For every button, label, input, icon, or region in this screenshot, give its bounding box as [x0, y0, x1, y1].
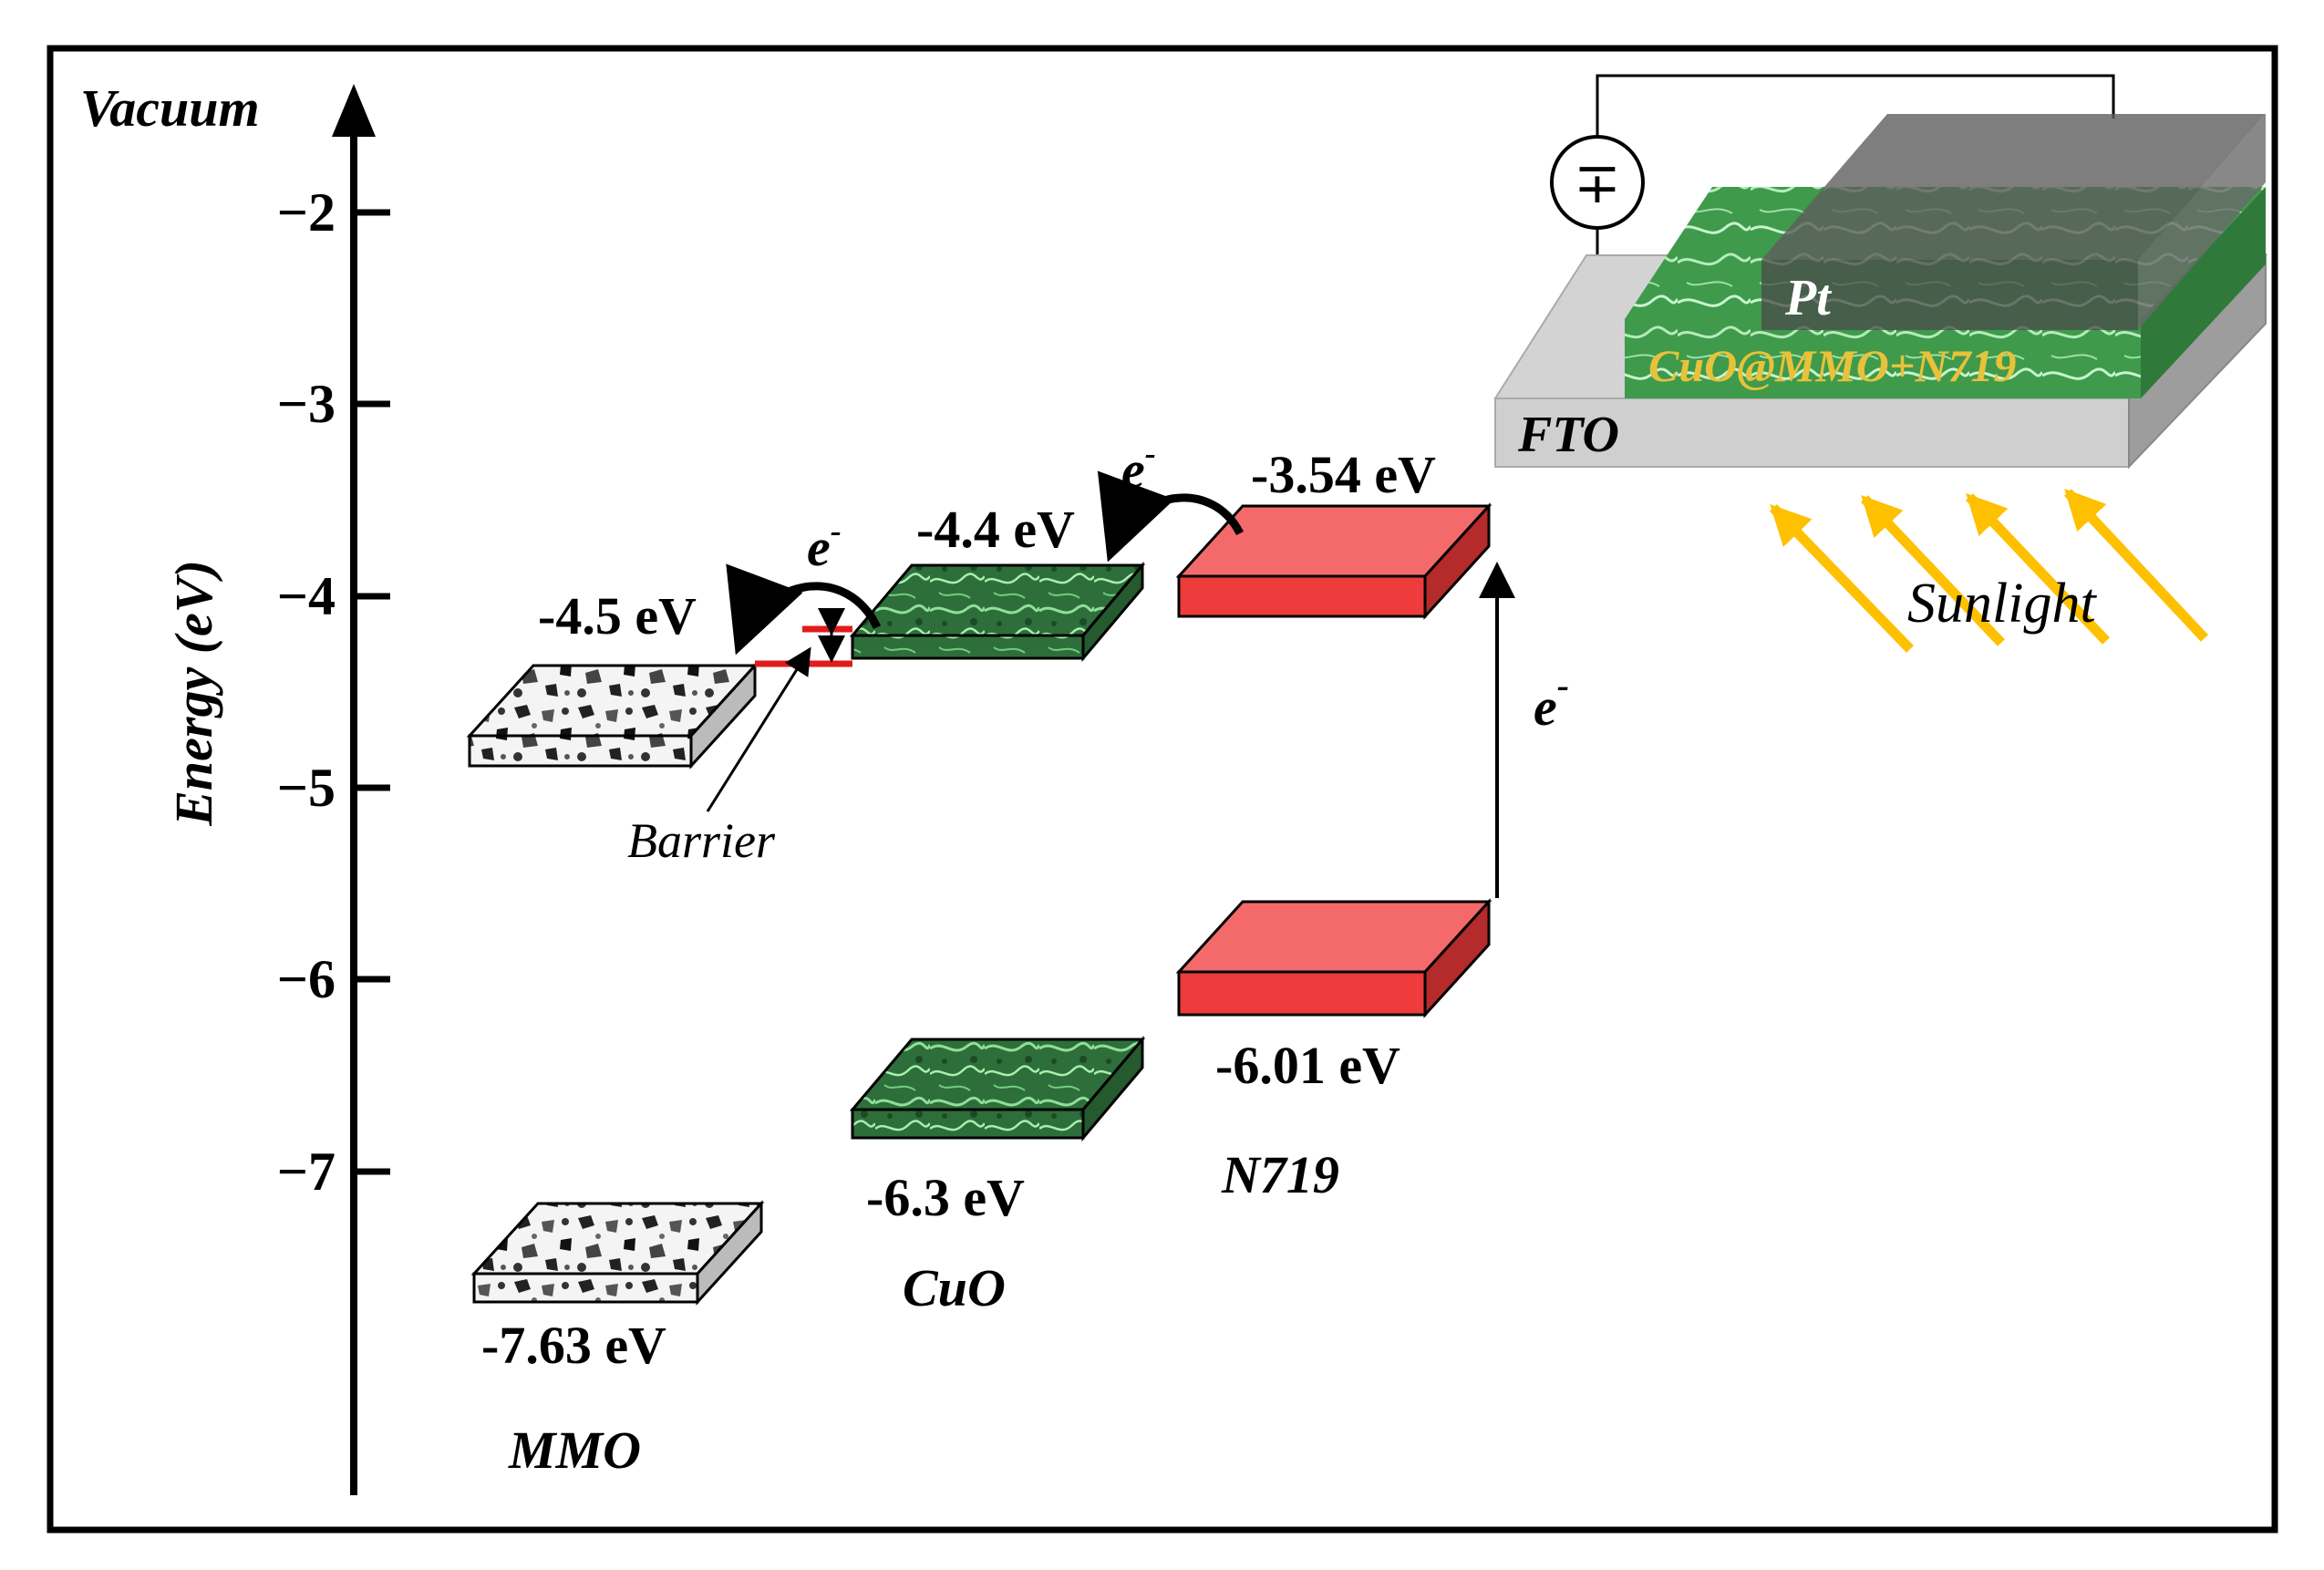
sunlight-arrow [1966, 493, 2110, 645]
pt-top [1761, 114, 2266, 260]
sunlight-arrow [2063, 488, 2209, 642]
electron-arrow-cuo-to-mmo [726, 563, 882, 656]
figure-frame [46, 45, 2278, 1534]
electron-symbol: e- [1534, 665, 1569, 737]
cuo-cb-block [849, 561, 1146, 663]
barrier-label: Barrier [627, 813, 776, 868]
electron-symbol: e- [1121, 435, 1156, 500]
barrier-marker [706, 608, 852, 812]
n719-lumo-label: -3.54 eV [1251, 445, 1436, 504]
power-source-icon [1550, 135, 1645, 230]
sunlight-arrow [1770, 504, 1914, 653]
power-source-symbol: ∓ [1574, 153, 1621, 215]
n719-name: N719 [1221, 1145, 1339, 1204]
n719-homo-block [1175, 898, 1493, 1018]
film-label: CuO@MMO+N719 [1648, 340, 2017, 391]
pt-front [1761, 260, 2138, 330]
tick-label: −6 [277, 949, 336, 1009]
axis-arrowhead [332, 84, 376, 137]
tick-label: −4 [277, 566, 336, 626]
sunlight-arrow [1861, 495, 2005, 646]
cuo-vb-block [849, 1035, 1146, 1142]
electron-arrow-n719-to-cuo [1097, 470, 1245, 563]
tick-label: −2 [277, 182, 336, 243]
tick-label: −7 [277, 1141, 336, 1202]
axis-title: Energy (eV) [164, 560, 223, 827]
tick-label: −5 [277, 758, 336, 818]
n719-lumo-block [1175, 502, 1493, 620]
mmo-vb-block [470, 1200, 765, 1306]
mmo-vb-label: -7.63 eV [481, 1316, 666, 1375]
mmo-name: MMO [508, 1420, 641, 1480]
sunlight-label: Sunlight [1907, 573, 2097, 635]
mmo-cb-label: -4.5 eV [538, 586, 697, 646]
cuo-name: CuO [903, 1258, 1006, 1317]
fto-label: FTO [1517, 407, 1619, 463]
vacuum-label: Vacuum [80, 78, 260, 138]
pt-side [2138, 114, 2266, 330]
electron-symbol: e- [807, 512, 842, 577]
device-schematic: ∓ Pt CuO@MMO+N719 FTO Sunlight [1493, 74, 2268, 653]
energy-axis: Vacuum Energy (eV) −2 −3 −4 −5 −6 −7 [80, 78, 390, 1495]
cuo-vb-label: -6.3 eV [866, 1168, 1025, 1227]
mmo-cb-block [466, 662, 759, 770]
cuo-cb-label: -4.4 eV [916, 500, 1075, 559]
film-front [1625, 319, 2141, 398]
n719-homo-label: -6.01 eV [1215, 1036, 1400, 1095]
pt-label: Pt [1784, 270, 1832, 326]
tick-label: −3 [277, 374, 336, 434]
film-side [2141, 187, 2266, 398]
